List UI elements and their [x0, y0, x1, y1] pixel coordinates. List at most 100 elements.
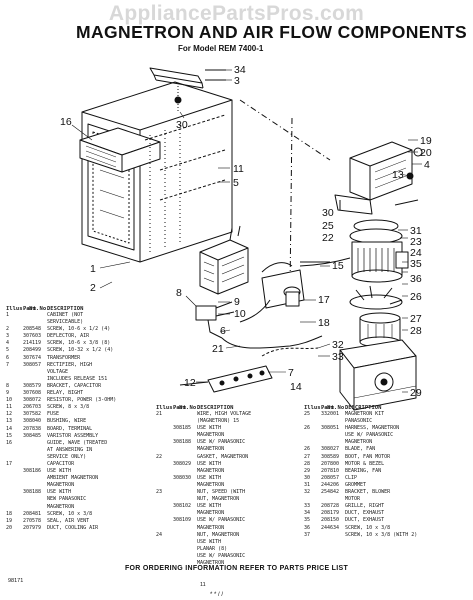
callout-7: 7 [288, 367, 294, 379]
illus-no-cell [156, 539, 173, 546]
part-no-cell [173, 432, 197, 439]
illus-no-cell: 3 [6, 333, 10, 340]
illus-no-cell [156, 482, 173, 489]
part-no-cell: 208179 [321, 510, 340, 517]
part-no-cell: 207979 [23, 524, 42, 531]
illus-no-cell [156, 425, 173, 432]
description-cell: MAGNETRON [197, 481, 225, 488]
part-no-cell: 308186 [23, 468, 42, 475]
illus-no-cell [156, 525, 173, 532]
illus-no-cell [6, 504, 23, 511]
cooling-duct-drawing [334, 141, 423, 215]
illus-no-cell: 19 [6, 517, 13, 524]
description-cell: SCREW, 10 x 3/8 [345, 524, 391, 531]
part-no-cell: 307674 [23, 354, 42, 361]
air-deflector-drawing [149, 67, 226, 112]
part-no-cell: 270578 [23, 517, 42, 524]
callout-20: 20 [420, 147, 432, 159]
part-no-cell: 308040 [23, 418, 42, 425]
part-no-cell: 208057 [321, 474, 340, 481]
part-no-cell: 308029 [173, 460, 192, 467]
description-cell: INCLUDES RELEASE 151 [47, 375, 108, 382]
description-cell: NUT, MAGNETRON [197, 531, 240, 538]
illus-no-cell: 26 [304, 425, 311, 432]
table-row: MAGNETRON [156, 510, 304, 517]
table-row: MAGNETRON [156, 446, 304, 453]
illus-no-cell: 27 [304, 453, 311, 460]
callout-15: 15 [332, 260, 344, 272]
table-row: SERVICE ONLY) [6, 454, 156, 461]
page-marker: 11 [200, 582, 206, 588]
description-cell: AT ANSWERING IN [47, 446, 93, 453]
description-cell: SEAL, AIR VENT [47, 517, 90, 524]
callout-35: 35 [410, 258, 422, 270]
description-cell: USE W/ PANASONIC [197, 439, 246, 446]
part-no-cell [23, 461, 47, 468]
site-watermark: AppliancePartsPros.com [108, 2, 365, 25]
part-no-cell [173, 546, 197, 553]
part-no-cell [23, 369, 47, 376]
callout-17: 17 [318, 294, 330, 306]
part-no-cell: 308185 [173, 425, 192, 432]
description-cell: USE W/ PANASONIC [197, 552, 246, 559]
table-row: VOLTAGE [6, 369, 156, 376]
description-cell: CAPACITOR [47, 460, 75, 467]
table-row: NUT, MAGNETRON [156, 496, 304, 503]
illus-no-cell: 20 [6, 524, 13, 531]
illus-no-cell: 15 [6, 432, 13, 439]
part-no-cell [23, 447, 47, 454]
description-cell: MAGNETRON [47, 482, 75, 489]
part-no-cell [321, 439, 345, 446]
description-cell: BRACKET, CAPACITOR [47, 382, 102, 389]
header-cell: DESCRIPTION [345, 405, 382, 411]
description-cell: TRANSFORMER [47, 354, 81, 361]
callout-25: 25 [322, 220, 334, 232]
callout-8: 8 [176, 287, 182, 299]
description-cell: DUCT, EXHAUST [345, 517, 385, 524]
callout-6: 6 [220, 325, 226, 337]
table-row: MAGNETRON [6, 504, 156, 511]
description-cell: MAGNETRON [197, 559, 225, 566]
part-no-cell: 308188 [173, 439, 192, 446]
illus-no-cell: 34 [304, 510, 311, 517]
description-cell: MOTOR & BEZEL [345, 460, 385, 467]
illus-no-cell: 23 [156, 489, 163, 496]
part-no-cell [23, 482, 47, 489]
header-cell: Part No. [173, 405, 200, 411]
part-no-cell: 208499 [23, 347, 42, 354]
ordering-info-footer: FOR ORDERING INFORMATION REFER TO PARTS … [124, 565, 349, 572]
callout-4: 4 [424, 159, 430, 171]
description-cell: MAGNETRON [47, 503, 75, 510]
description-cell: PLANAR (8) [197, 545, 228, 552]
description-cell: FUSE [47, 411, 60, 418]
table-row: MAGNETRON [304, 439, 470, 446]
illus-no-cell [6, 496, 23, 503]
illus-no-cell: 6 [6, 354, 10, 361]
illus-no-cell: 26 [304, 446, 311, 453]
part-no-cell: 308188 [23, 489, 42, 496]
callout-18: 18 [318, 317, 330, 329]
table-row: USE W/ PANASONIC [304, 432, 470, 439]
table-row: NEW PANASONIC [6, 496, 156, 503]
illus-no-cell: 4 [6, 340, 10, 347]
model-subtitle: For Model REM 7400-1 [178, 44, 264, 53]
description-cell: SERVICE ONLY) [47, 453, 87, 460]
description-cell: GASKET, MAGNETRON [197, 453, 249, 460]
description-cell: USE WITH [197, 425, 222, 432]
callout-30: 30 [176, 119, 188, 131]
callout-11: 11 [233, 163, 244, 175]
